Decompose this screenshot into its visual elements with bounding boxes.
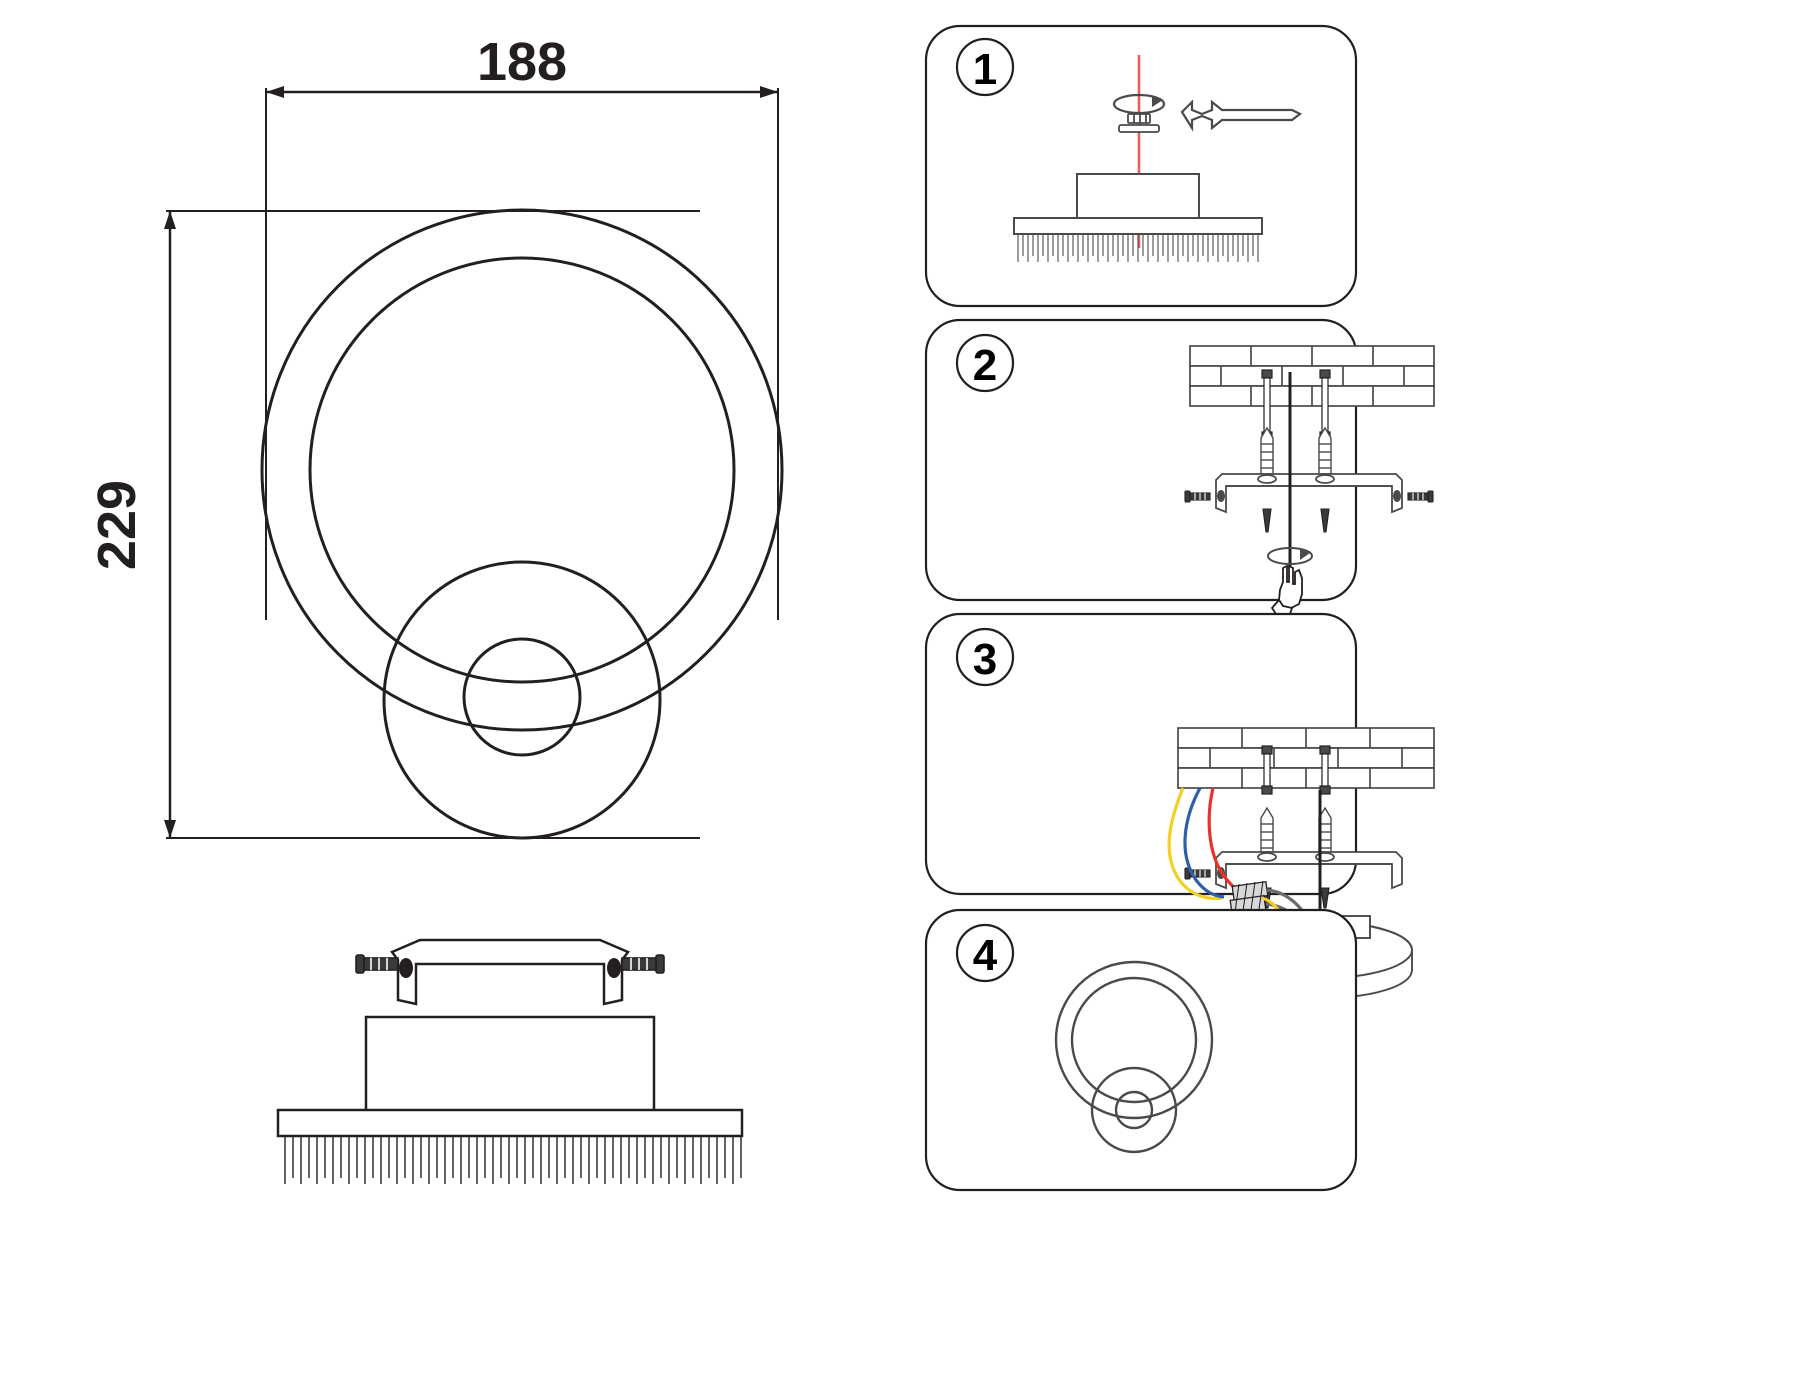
nut-icon	[1118, 113, 1160, 133]
screw-right-icon	[621, 954, 665, 974]
lamp-base-icon	[1013, 173, 1263, 262]
loose-screw-left-icon	[1262, 508, 1272, 533]
step-3-wall-screw-right-icon	[1319, 745, 1331, 795]
lamp-base-side-icon	[276, 1015, 744, 1184]
step-4-badge-icon	[955, 923, 1015, 983]
ring-lamp-front-view-icon	[260, 208, 784, 840]
lamp-side-view-group	[276, 938, 744, 1184]
base-plate	[276, 1108, 744, 1138]
wrench-icon	[1180, 99, 1303, 132]
step-4-frame	[924, 908, 1358, 1192]
mounting-bracket-icon-step2	[1215, 473, 1403, 514]
bracket-hole-right	[607, 958, 621, 978]
screw-head-left	[355, 954, 365, 974]
center-hub-outline	[462, 637, 582, 757]
screw-head-right	[655, 954, 665, 974]
width-arrow-right-icon	[760, 86, 778, 98]
rotate-arrow-icon	[1112, 93, 1166, 115]
step-3-bracket-screw-left-icon	[1184, 867, 1211, 880]
outer-ring-outline	[260, 208, 784, 732]
width-arrow-left-icon	[266, 86, 284, 98]
loose-screw-right-icon	[1320, 508, 1330, 533]
step-1-base-block	[1076, 173, 1200, 219]
height-dimension-label: 229	[87, 480, 147, 570]
step-1-badge-icon	[955, 37, 1015, 97]
height-dimension: 229	[87, 210, 700, 839]
wire-yellow-icon	[1167, 787, 1223, 901]
step-3-badge-icon	[955, 627, 1015, 687]
wall-anchor-left-icon	[1260, 426, 1274, 475]
step-4-outer-ring	[1054, 960, 1214, 1120]
height-arrow-bottom-icon	[164, 820, 176, 838]
screw-left-icon	[355, 954, 399, 974]
screw-shank-left	[363, 957, 399, 971]
step-4-inner-ring	[1070, 976, 1198, 1104]
step-4-number: 4	[973, 931, 998, 980]
inner-ring-outline	[308, 256, 736, 684]
wire-blue-icon	[1183, 787, 1225, 899]
base-fringe-icon	[284, 1136, 742, 1184]
ring-lamp-finished-icon	[1054, 960, 1214, 1154]
bracket-hole-left	[399, 958, 413, 978]
step-2-wall	[1189, 345, 1435, 407]
width-dimension: 188	[265, 32, 779, 620]
step-panel-2: 2	[924, 318, 1435, 615]
base-block	[364, 1015, 656, 1117]
rod-rotate-arrow-icon	[1267, 547, 1313, 565]
step-1-number: 1	[973, 45, 997, 94]
step-4-center-hub	[1114, 1090, 1154, 1130]
step-1-fringe-icon	[1017, 234, 1259, 262]
wall-anchor-right-icon	[1318, 426, 1332, 475]
step-1-base-plate	[1013, 217, 1263, 235]
back-plate-outline	[382, 560, 662, 840]
height-arrow-top-icon	[164, 211, 176, 229]
step-2-number: 2	[973, 341, 997, 390]
bracket-screw-left-icon	[1184, 490, 1211, 503]
step-3-loose-screw-right-icon	[1320, 887, 1330, 909]
step-3-wall-screw-left-icon	[1261, 745, 1273, 795]
bracket-screw-right-icon	[1407, 490, 1434, 503]
step-panel-4: 4	[924, 908, 1358, 1192]
step-panel-1: 1	[924, 24, 1358, 308]
step-3-anchor-left-icon	[1260, 806, 1274, 853]
step-3-wall-icon	[1177, 727, 1435, 789]
dimension-drawing-group: 188 229	[87, 32, 784, 840]
step-2-badge-icon	[955, 333, 1015, 393]
step-4-back-plate	[1090, 1066, 1178, 1154]
step-3-number: 3	[973, 635, 997, 684]
width-dimension-label: 188	[477, 32, 567, 92]
